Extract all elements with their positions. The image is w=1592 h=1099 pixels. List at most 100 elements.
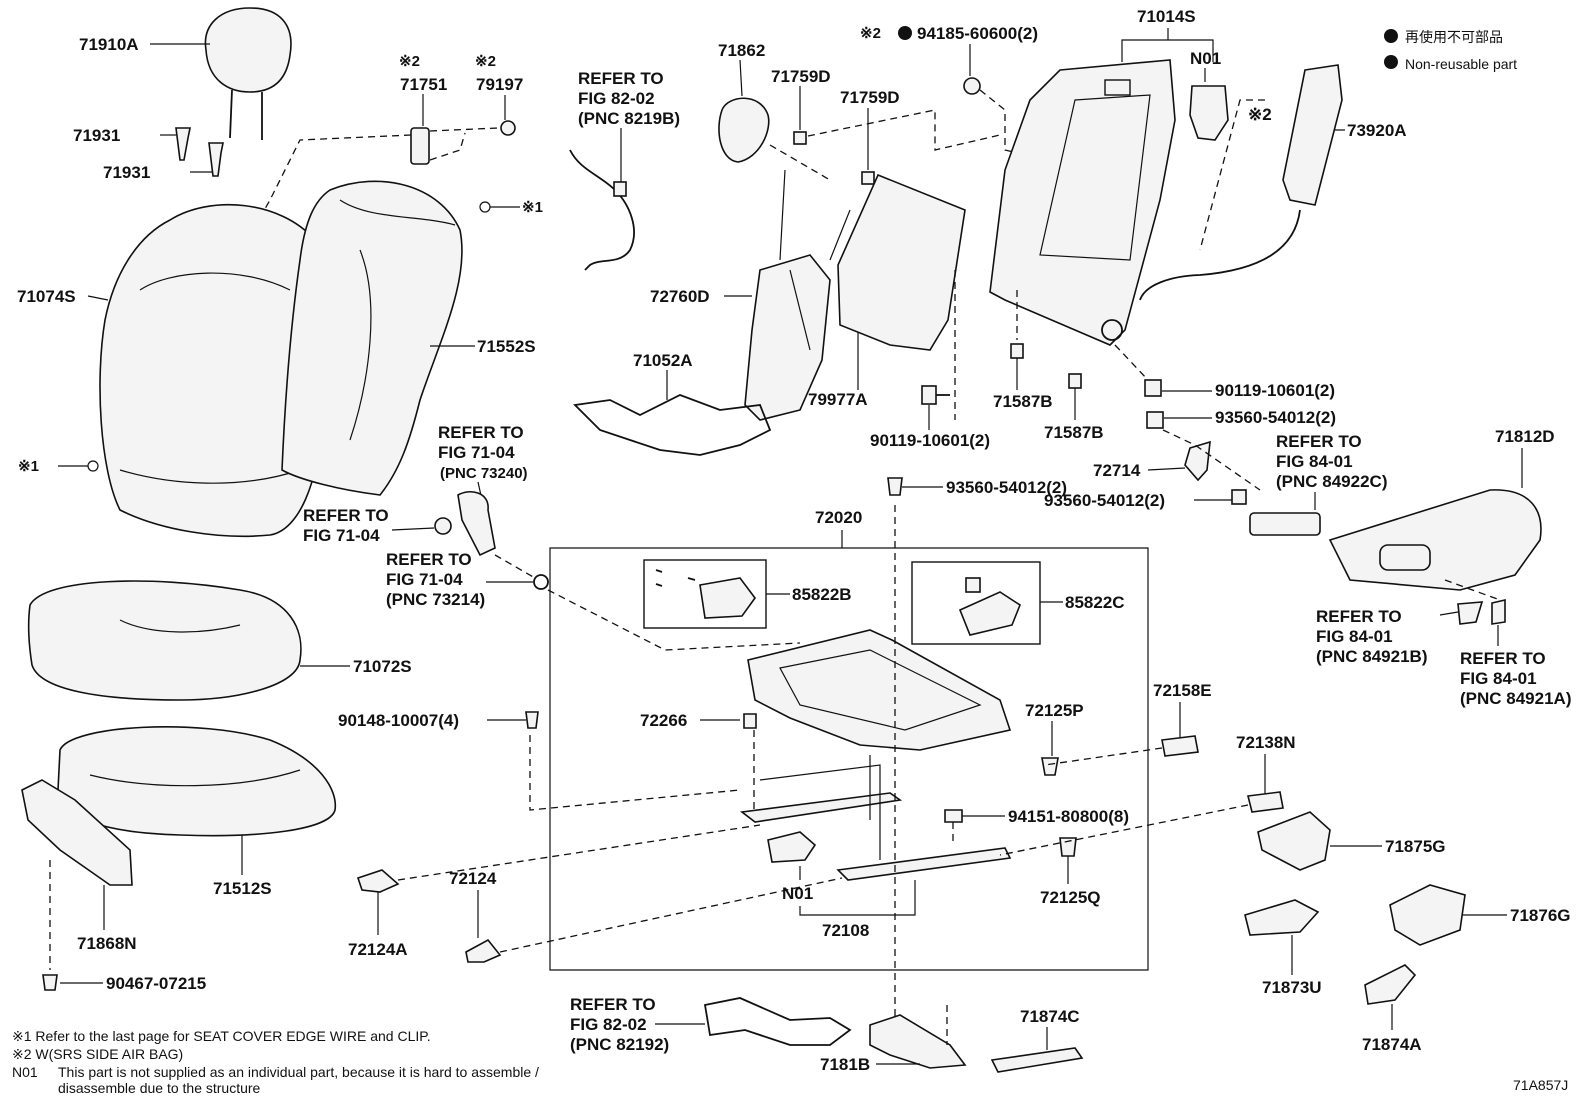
cushion-pad-71512S — [57, 726, 337, 837]
ref-73240-line2: FIG 71-04 — [438, 443, 515, 462]
footnote-3-line1: This part is not supplied as an individu… — [58, 1064, 539, 1080]
clip-90467 — [42, 974, 58, 991]
non-reusable-dot-icon — [1384, 29, 1398, 43]
headrest-support-pin — [175, 127, 191, 161]
ref-73214-line3: (PNC 73214) — [386, 590, 485, 609]
non-reusable-dot-icon — [1384, 55, 1398, 69]
ref-73214-line1: REFER TO — [386, 550, 472, 569]
label-93560-b: 93560-54012(2) — [946, 478, 1067, 497]
label-90148: 90148-10007(4) — [338, 711, 459, 730]
label-72138N: 72138N — [1236, 733, 1296, 752]
label-71512S: 71512S — [213, 879, 272, 898]
seatback-pad: 71552S ※1 ※1 — [18, 180, 543, 496]
ref-7104-b-line2: FIG 71-04 — [303, 526, 380, 545]
footnote-3-code: N01 — [12, 1064, 38, 1080]
ref-82192-line1: REFER TO — [570, 995, 656, 1014]
ref-8219B-line3: (PNC 8219B) — [578, 109, 680, 128]
ref-8219B-line2: FIG 82-02 — [578, 89, 655, 108]
cushion-frame — [747, 629, 1012, 751]
label-79197-mark: ※2 — [475, 53, 496, 70]
legend-en: Non-reusable part — [1405, 56, 1517, 72]
footnote-1: ※1 Refer to the last page for SEAT COVER… — [12, 1028, 431, 1044]
belt-anchor-cover — [457, 491, 496, 557]
label-72125P: 72125P — [1025, 701, 1084, 720]
clip-71759D — [861, 171, 875, 185]
label-72714: 72714 — [1093, 461, 1141, 480]
seat-track-upper — [739, 792, 903, 823]
label-94185-mark: ※2 — [860, 25, 881, 42]
label-N01-top: N01 — [1190, 49, 1221, 68]
footnote-2: ※2 W(SRS SIDE AIR BAG) — [12, 1046, 183, 1062]
frame-fasteners: 90119-10601(2) 71587B 71587B 90119-10601… — [870, 290, 1336, 450]
ref-84921A-line2: FIG 84-01 — [1460, 669, 1537, 688]
front-trim-71868N — [21, 779, 133, 886]
slide-motor — [767, 831, 817, 863]
headrest-shape — [204, 7, 292, 93]
label-79977A: 79977A — [808, 390, 868, 409]
seat-cushion-pad: 71512S 71868N 90467-07215 — [21, 726, 337, 993]
ref-84921A-line1: REFER TO — [1460, 649, 1546, 668]
ref-73240-line1: REFER TO — [438, 423, 524, 442]
headrest-stay — [229, 89, 233, 139]
legend-jp: 再使用不可部品 — [1405, 29, 1503, 45]
ref-73214-line2: FIG 71-04 — [386, 570, 463, 589]
belt-anchor-group: REFER TO FIG 71-04 (PNC 73240) REFER TO … — [303, 423, 801, 651]
ref-82192-line2: FIG 82-02 — [570, 1015, 647, 1034]
ref-84922C-line1: REFER TO — [1276, 432, 1362, 451]
seat-track-lower — [836, 847, 1012, 881]
non-reusable-dot-icon — [898, 26, 912, 40]
clip-71759D — [793, 131, 807, 145]
side-cover-group: 72158E 72138N 71875G 71876G 71873U 71874… — [999, 681, 1571, 1054]
label-7181B: 7181B — [820, 1055, 870, 1074]
label-93560-c: 93560-54012(2) — [1044, 491, 1165, 510]
bolt-93560 — [1231, 489, 1247, 505]
label-71751-mark: ※2 — [399, 53, 420, 70]
footnote-3-line2: disassemble due to the structure — [58, 1080, 261, 1096]
back-board-group: 79977A — [808, 173, 966, 420]
bolt-93560 — [887, 477, 903, 496]
label-71862: 71862 — [718, 41, 765, 60]
label-72760D: 72760D — [650, 287, 710, 306]
footnotes: ※1 Refer to the last page for SEAT COVER… — [12, 1028, 1568, 1096]
back-board-79977A — [837, 173, 966, 351]
seatback-pad-shape — [281, 180, 463, 496]
clip-71751 — [410, 127, 430, 165]
label-73920A-mark: ※2 — [1248, 105, 1272, 124]
ref-7104-b-line1: REFER TO — [303, 506, 389, 525]
cover-71874A — [1364, 964, 1417, 1005]
label-71759D-b: 71759D — [840, 88, 900, 107]
harness-connector — [613, 181, 627, 197]
bolt-79197 — [500, 120, 516, 136]
bracket-72125P — [1041, 757, 1059, 776]
label-71910A: 71910A — [79, 35, 139, 54]
bracket-72714 — [1184, 440, 1211, 482]
shield-71875G — [1257, 811, 1331, 871]
label-71587B-b: 71587B — [1044, 423, 1104, 442]
cover-72138N — [1247, 791, 1284, 813]
cushion-frame-inner — [779, 649, 982, 731]
nut-94185 — [963, 77, 981, 95]
label-73920A: 73920A — [1347, 121, 1407, 140]
label-71014S: 71014S — [1137, 7, 1196, 26]
ref-73240-line3: (PNC 73240) — [440, 465, 528, 482]
frame-pivot — [1101, 319, 1123, 341]
label-90467: 90467-07215 — [106, 974, 206, 993]
label-72124A: 72124A — [348, 940, 408, 959]
label-72108: 72108 — [822, 921, 869, 940]
cover-72124A — [356, 869, 400, 893]
cover-72158E — [1161, 735, 1199, 757]
lumbar-group: 71862 71759D 71759D 72760D 71052A — [573, 41, 1001, 456]
seatback-frame-group: ※2 94185-60600(2) 71014S N01 ※2 73920A — [860, 7, 1407, 346]
frame-inner-opening — [1039, 94, 1151, 261]
label-71873U: 71873U — [1262, 978, 1322, 997]
label-90119-b: 90119-10601(2) — [1215, 381, 1335, 400]
label-72158E: 72158E — [1153, 681, 1212, 700]
seatback-frame-71014S — [989, 59, 1176, 346]
ref-82192-line3: (PNC 82192) — [570, 1035, 669, 1054]
shield-knob-recess — [1379, 544, 1431, 571]
ref-84921A-line3: (PNC 84921A) — [1460, 689, 1572, 708]
label-mark1-left: ※1 — [18, 458, 39, 475]
adjuster-outline-box — [549, 547, 1149, 971]
lumbar-wire-71052A — [573, 394, 772, 456]
